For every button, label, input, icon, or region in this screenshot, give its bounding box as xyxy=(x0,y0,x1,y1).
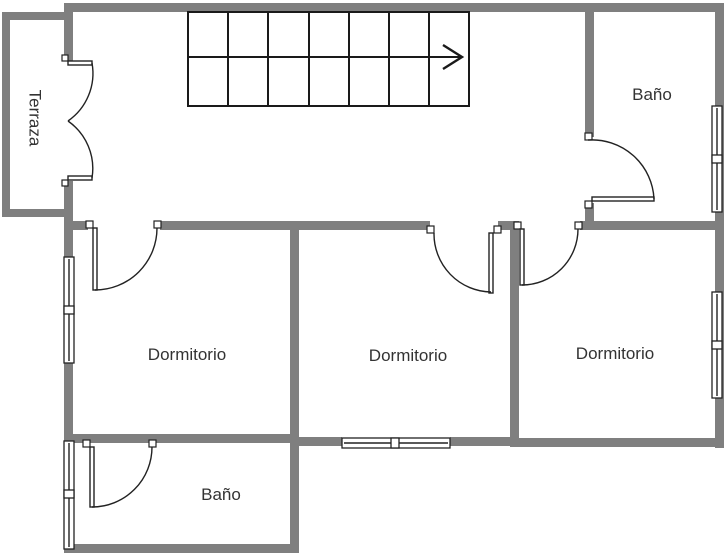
door-dormitorio-3 xyxy=(513,221,583,286)
door-swing-arc xyxy=(433,232,492,293)
wall-bed2-bottom-a xyxy=(290,437,342,446)
door-leaf xyxy=(488,232,494,294)
door-jamb xyxy=(513,221,522,230)
door-dormitorio-2 xyxy=(426,225,502,294)
door-jamb xyxy=(148,439,157,448)
window-dormitorio-1 xyxy=(63,256,75,364)
wall-bano-bottom-floor xyxy=(64,544,299,553)
wall-hall-bottom-d xyxy=(580,221,724,230)
window-dormitorio-2 xyxy=(341,437,451,449)
door-bano-top xyxy=(584,132,655,209)
door-swing-arc xyxy=(521,228,579,286)
door-leaf xyxy=(67,60,93,66)
wall-outer-top-right xyxy=(586,3,724,12)
window-mullion xyxy=(711,340,723,350)
room-label-terraza: Terraza xyxy=(26,90,45,147)
door-terraza xyxy=(61,54,94,187)
wall-outer-top xyxy=(64,3,588,12)
door-swing-arc xyxy=(67,62,94,122)
door-jamb xyxy=(61,54,69,62)
door-leaf xyxy=(591,196,655,202)
wall-bed1-bed2 xyxy=(290,221,299,553)
wall-bed2-bottom-b xyxy=(450,437,519,446)
door-leaf xyxy=(92,227,98,291)
wall-terrace-bottom xyxy=(2,209,66,217)
door-swing-arc xyxy=(91,446,153,508)
door-swing-arc xyxy=(587,139,655,200)
wall-terrace-left xyxy=(2,12,10,217)
wall-bed3-bottom xyxy=(510,438,724,447)
window-dormitorio-3 xyxy=(711,291,723,399)
wall-bano-top-left-low xyxy=(585,203,594,229)
door-jamb xyxy=(493,225,502,234)
door-jamb xyxy=(426,225,435,234)
wall-left-upper xyxy=(64,3,73,61)
window-mullion xyxy=(63,489,75,499)
door-jamb xyxy=(82,439,91,448)
staircase xyxy=(187,11,470,107)
door-jamb xyxy=(584,132,593,141)
door-swing-arc xyxy=(67,120,94,179)
door-leaf xyxy=(67,175,93,181)
arrow-right-icon xyxy=(442,43,465,71)
wall-hall-bottom-c xyxy=(498,221,516,230)
room-label-bano-top: Baño xyxy=(632,85,672,104)
door-jamb xyxy=(61,179,69,187)
door-jamb xyxy=(85,220,94,229)
wall-left-mid xyxy=(64,181,73,553)
window-mullion xyxy=(63,305,75,315)
room-label-dormitorio-2: Dormitorio xyxy=(369,346,447,365)
room-label-bano-bottom: Baño xyxy=(201,485,241,504)
door-bano-bottom xyxy=(82,439,157,508)
door-leaf xyxy=(89,446,95,508)
door-leaf xyxy=(519,228,525,286)
window-bano-bottom xyxy=(63,440,75,550)
window-bano-top xyxy=(711,105,723,213)
window-mullion xyxy=(390,437,400,449)
door-swing-arc xyxy=(94,227,158,291)
door-jamb xyxy=(153,220,162,229)
room-label-dormitorio-3: Dormitorio xyxy=(576,344,654,363)
room-label-dormitorio-1: Dormitorio xyxy=(148,345,226,364)
door-jamb xyxy=(574,221,583,230)
window-mullion xyxy=(711,154,723,164)
wall-hall-bottom-a xyxy=(64,221,88,230)
wall-bed1-bano xyxy=(64,434,299,443)
wall-bed2-bed3 xyxy=(510,221,519,447)
wall-terrace-top xyxy=(2,12,66,20)
walls xyxy=(2,3,724,553)
door-dormitorio-1 xyxy=(85,220,162,291)
door-jamb xyxy=(584,200,593,209)
wall-bano-top-left xyxy=(585,3,594,137)
